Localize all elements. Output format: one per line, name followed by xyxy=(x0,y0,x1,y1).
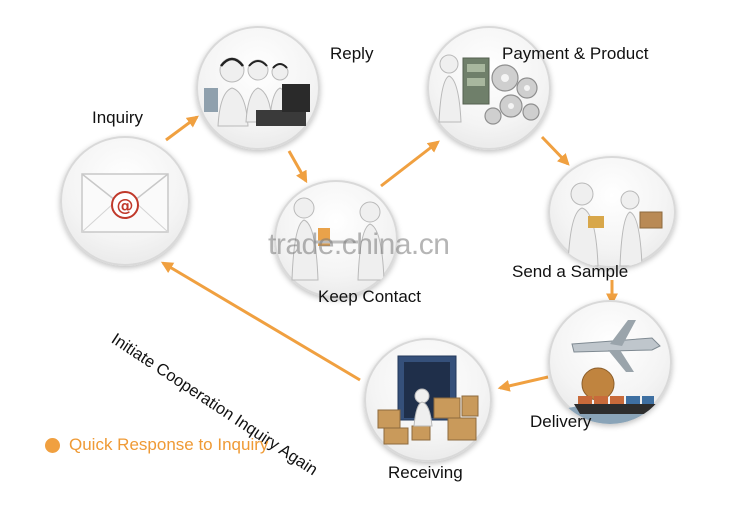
inquiry-label: Inquiry xyxy=(92,108,144,127)
email-envelope-icon: @ xyxy=(81,173,169,233)
arrow-keep-contact-to-payment xyxy=(380,140,440,188)
arrow-receiving-to-inquiry xyxy=(160,261,361,382)
payment-product-node xyxy=(427,26,551,150)
payment-product-label: Payment & Product xyxy=(502,44,649,63)
svg-text:@: @ xyxy=(117,196,134,216)
receiving-node xyxy=(364,338,492,462)
watermark: trade.china.cn xyxy=(268,228,450,261)
delivery-label: Delivery xyxy=(530,412,592,431)
airplane-ship-icon xyxy=(550,320,670,424)
arrow-delivery-to-receiving xyxy=(497,375,549,392)
keep-contact-label: Keep Contact xyxy=(318,287,422,306)
legend-dot-icon xyxy=(45,437,60,453)
sample-label: Send a Sample xyxy=(512,262,629,281)
legend: Quick Response to Inquiry xyxy=(45,435,268,455)
sample-node xyxy=(548,156,676,268)
warehouse-boxes-icon xyxy=(377,355,479,445)
arrow-inquiry-to-reply xyxy=(165,115,199,142)
keep-contact-node xyxy=(274,180,398,298)
inquiry-node: @ xyxy=(60,136,190,266)
payment-gears-icon xyxy=(438,54,540,125)
receiving-label: Receiving xyxy=(388,463,463,482)
legend-text: Quick Response to Inquiry xyxy=(69,435,269,454)
handshake-figures-icon xyxy=(291,197,385,281)
reply-node xyxy=(196,26,320,150)
sample-exchange-icon xyxy=(567,182,663,267)
reply-label: Reply xyxy=(330,44,374,63)
call-center-icon xyxy=(204,57,310,127)
arrow-payment-to-sample xyxy=(540,135,570,166)
delivery-node xyxy=(548,300,672,424)
arrow-reply-to-keep-contact xyxy=(287,150,308,184)
